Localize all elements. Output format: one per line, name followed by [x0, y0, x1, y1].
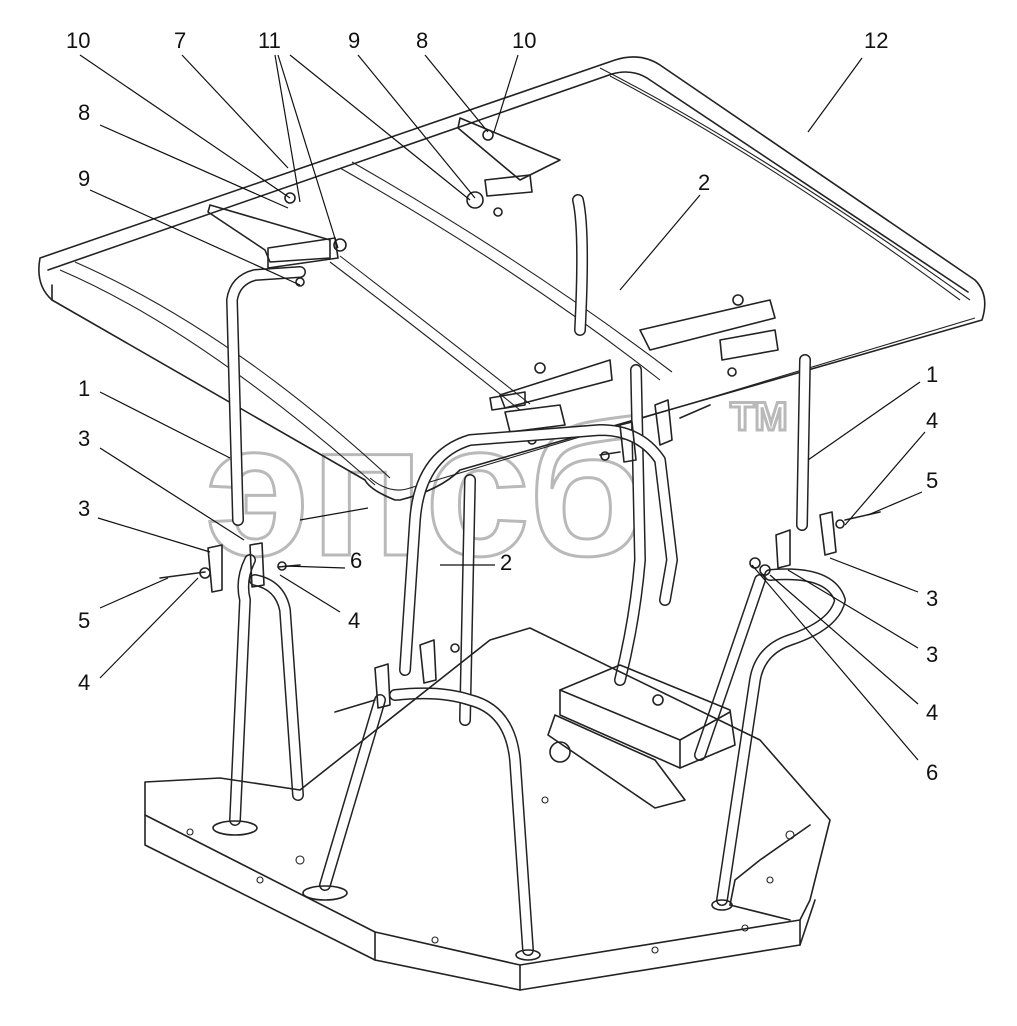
callout-3-right-upper: 3: [926, 586, 938, 611]
callout-1-right: 1: [926, 362, 938, 387]
callout-9-top: 9: [348, 28, 360, 53]
callout-3-right-lower: 3: [926, 642, 938, 667]
callout-3-left-upper: 3: [78, 426, 90, 451]
callout-6-left: 6: [350, 548, 362, 573]
callouts: 10 7 11 9 8 10 12 8 9 2 1 1 3 3 5 4 6 4 …: [66, 28, 938, 785]
leader-lines: [79, 54, 926, 761]
callout-5-right: 5: [926, 468, 938, 493]
watermark-trademark: TM: [730, 395, 788, 439]
canopy-roof: [38, 56, 986, 501]
callout-10-right: 10: [512, 28, 536, 53]
callout-4-right-upper: 4: [926, 408, 938, 433]
callout-8-left: 8: [78, 100, 90, 125]
callout-2-top: 2: [698, 170, 710, 195]
callout-8-top: 8: [416, 28, 428, 53]
callout-7: 7: [174, 28, 186, 53]
callout-4-right-lower: 4: [926, 700, 938, 725]
callout-9-left: 9: [78, 166, 90, 191]
tube-frame: [226, 194, 846, 956]
callout-6-right: 6: [926, 760, 938, 785]
callout-12: 12: [864, 28, 888, 53]
callout-4-center: 4: [348, 608, 360, 633]
callout-11: 11: [258, 28, 281, 53]
base-platform: [144, 627, 831, 991]
callout-1-left: 1: [78, 376, 90, 401]
callout-2-bottom: 2: [500, 550, 512, 575]
callout-5-left: 5: [78, 608, 90, 633]
callout-3-left-lower: 3: [78, 496, 90, 521]
callout-10-left: 10: [66, 28, 90, 53]
callout-4-left: 4: [78, 670, 90, 695]
